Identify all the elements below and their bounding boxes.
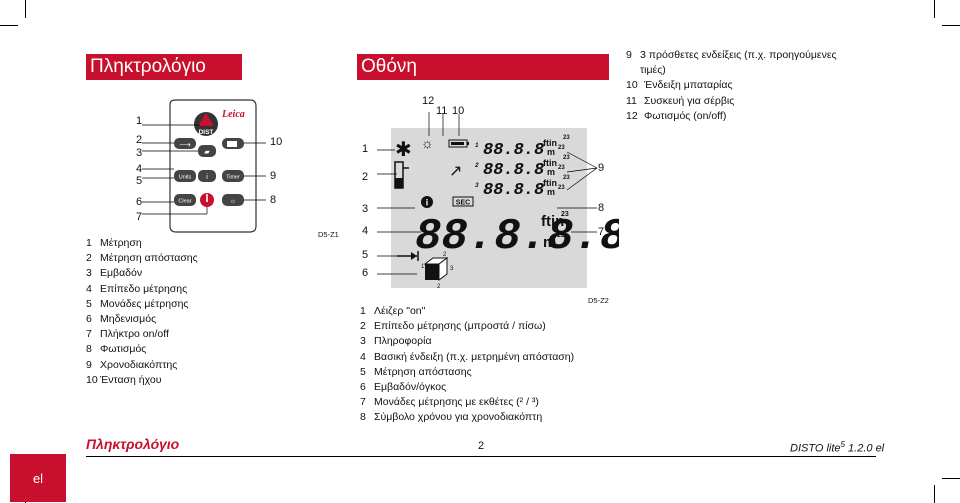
crop-mark — [934, 485, 935, 503]
dist-key: DIST — [194, 112, 218, 136]
brand-logo: Leica — [221, 109, 245, 120]
crop-mark — [25, 0, 26, 18]
display-section-header: Οθόνη — [357, 54, 609, 80]
svg-text:2: 2 — [475, 162, 479, 169]
keyboard-diagram: Leica DIST ⟶ ▰ Units i Timer Clear ☼ — [142, 99, 266, 233]
footer-product: DISTO lite5 1.2.0 el — [790, 440, 885, 455]
svg-text:ftin: ftin — [541, 213, 564, 230]
svg-text:m: m — [547, 187, 555, 197]
crop-mark — [942, 478, 960, 479]
svg-text:SEC: SEC — [456, 200, 470, 207]
svg-text:1: 1 — [475, 142, 479, 149]
svg-text:m: m — [547, 147, 555, 157]
svg-text:✱: ✱ — [395, 139, 412, 161]
svg-text:Clear: Clear — [178, 199, 191, 205]
svg-text:ftin: ftin — [543, 178, 557, 188]
svg-text:23: 23 — [558, 145, 565, 151]
footer-section-title: Πληκτρολόγιο — [86, 436, 180, 452]
svg-text:m: m — [543, 234, 556, 251]
svg-text:▰: ▰ — [204, 149, 210, 156]
language-tab: el — [10, 454, 66, 502]
svg-text:23: 23 — [563, 135, 570, 141]
svg-text:i: i — [206, 174, 208, 181]
svg-text:88.8.8: 88.8.8 — [483, 161, 544, 180]
crop-mark — [942, 25, 960, 26]
svg-text:88.8.8: 88.8.8 — [483, 141, 544, 160]
svg-text:23: 23 — [563, 155, 570, 161]
svg-text:Units: Units — [179, 175, 192, 181]
svg-text:☼: ☼ — [230, 198, 236, 205]
svg-text:88.8.8.8: 88.8.8.8 — [415, 212, 619, 262]
svg-text:m: m — [547, 167, 555, 177]
svg-text:23: 23 — [557, 232, 565, 239]
middle-diagram-tag: D5-Z2 — [588, 296, 609, 305]
svg-text:23: 23 — [561, 211, 569, 218]
svg-text:ftin: ftin — [543, 158, 557, 168]
svg-text:3: 3 — [475, 182, 479, 189]
svg-text:3: 3 — [450, 266, 454, 272]
svg-text:23: 23 — [558, 185, 565, 191]
footer-divider — [86, 456, 876, 457]
svg-text:88.8.8: 88.8.8 — [483, 181, 544, 200]
svg-text:23: 23 — [558, 165, 565, 171]
svg-text:ftin: ftin — [543, 138, 557, 148]
left-diagram-tag: D5-Z1 — [318, 230, 339, 239]
page-number: 2 — [478, 440, 485, 452]
svg-text:2: 2 — [437, 284, 441, 290]
svg-text:Timer: Timer — [226, 175, 240, 181]
crop-mark — [934, 0, 935, 18]
svg-text:☼: ☼ — [421, 135, 434, 151]
svg-text:i: i — [426, 198, 429, 208]
svg-text:↗: ↗ — [449, 163, 462, 180]
svg-text:DIST: DIST — [199, 129, 214, 136]
svg-text:1: 1 — [421, 264, 425, 270]
svg-text:23: 23 — [563, 175, 570, 181]
crop-mark — [0, 25, 18, 26]
keyboard-section-header: Πληκτρολόγιο — [86, 54, 242, 80]
list-item: τιμές) — [640, 64, 666, 77]
svg-text:2: 2 — [443, 252, 447, 258]
svg-text:⟶: ⟶ — [179, 140, 191, 149]
